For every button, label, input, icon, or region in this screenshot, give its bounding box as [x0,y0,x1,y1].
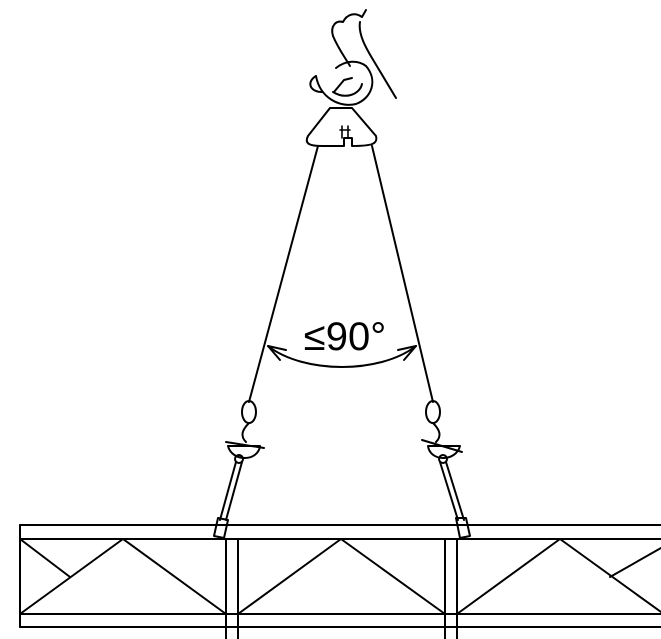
truss-structure [19,524,661,639]
crane-hook-icon [305,9,397,147]
angle-label: ≤90° [304,315,386,359]
right-shackle-icon [421,400,471,539]
right-sling [371,145,434,403]
left-sling [248,145,319,403]
angle-indicator [267,345,417,368]
left-shackle-icon [213,400,265,539]
